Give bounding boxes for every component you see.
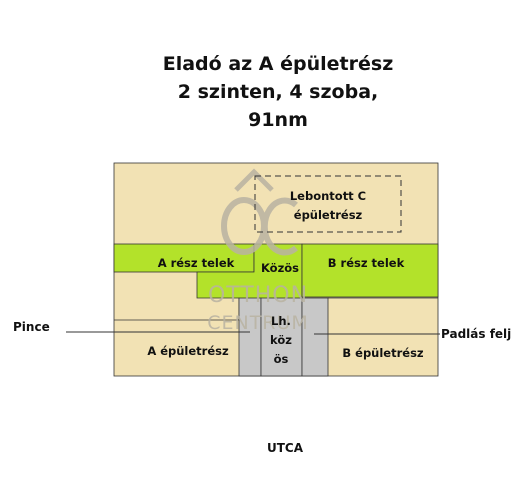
b-plot-area: [301, 243, 439, 298]
stair-label-line-1: Lh.: [271, 314, 291, 328]
title-line-1: Eladó az A épületrész: [162, 53, 394, 75]
a-building-label: A épületrész: [147, 344, 229, 358]
demolished-label-line-1: Lebontott C: [290, 189, 366, 203]
attic-callout: Padlás felj: [441, 327, 511, 341]
cellar-stair-block: [238, 297, 262, 377]
b-plot-label: B rész telek: [328, 256, 405, 270]
street-label: UTCA: [267, 441, 304, 455]
stair-label-line-2: köz: [270, 333, 292, 347]
watermark-line-1: OTTHON: [208, 283, 308, 308]
watermark-line-2: CENTRUM: [207, 312, 309, 334]
demolished-building: [254, 175, 402, 233]
watermark-logo: OTTHON CENTRUM: [207, 168, 309, 334]
title-line-3: 91nm: [248, 109, 308, 131]
demolished-label-line-2: épületrész: [294, 208, 363, 222]
a-plot-label: A rész telek: [158, 256, 235, 270]
stair-label-line-3: ös: [274, 352, 289, 366]
b-building-label: B épületrész: [342, 346, 424, 360]
title-line-2: 2 szinten, 4 szoba,: [177, 81, 379, 103]
cellar-callout: Pince: [13, 320, 50, 334]
common-label: Közös: [261, 261, 299, 275]
common-stair-block: [260, 297, 303, 377]
attic-stair-block: [301, 297, 329, 377]
page-title: Eladó az A épületrész 2 szinten, 4 szoba…: [0, 50, 516, 134]
